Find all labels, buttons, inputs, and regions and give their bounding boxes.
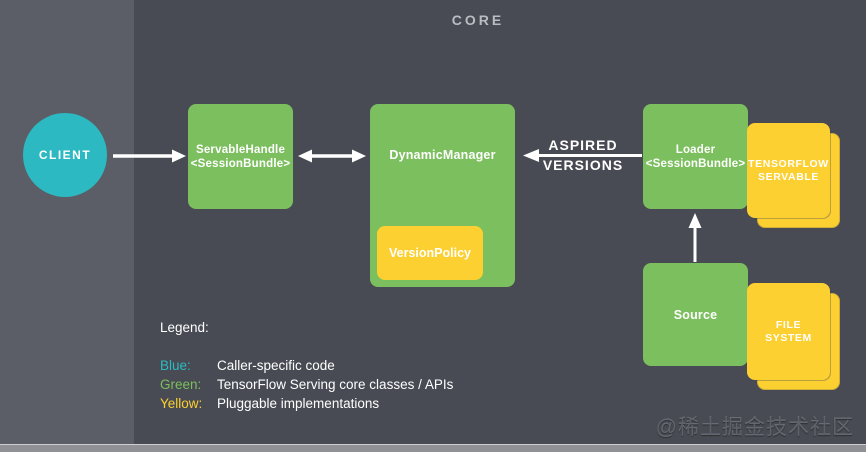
servable-handle-label-line1: ServableHandle (195, 143, 286, 156)
version-policy-label: VersionPolicy (389, 246, 471, 260)
servable-handle-node: ServableHandle <SessionBundle> (188, 104, 293, 209)
tensorflow-servable-label-line2: SERVABLE (757, 170, 819, 183)
aspired-versions-label: ASPIRED VERSIONS (520, 138, 646, 173)
legend-row-yellow: Yellow: Pluggable implementations (160, 394, 453, 413)
file-system-card: FILE SYSTEM (747, 283, 830, 380)
dynamic-manager-label: DynamicManager (389, 148, 496, 162)
loader-label-line2: <SessionBundle> (645, 157, 746, 170)
client-zone-panel (0, 0, 134, 452)
legend-desc-green: TensorFlow Serving core classes / APIs (217, 377, 454, 392)
legend-row-green: Green: TensorFlow Serving core classes / … (160, 375, 453, 394)
loader-label-line1: Loader (675, 143, 716, 156)
file-system-label-line1: FILE (775, 318, 802, 331)
watermark-text: @稀土掘金技术社区 (655, 416, 854, 439)
legend-label-yellow: Yellow: (160, 396, 203, 411)
legend-desc-blue: Caller-specific code (217, 358, 335, 373)
arrow-source-to-loader (688, 213, 702, 262)
bottom-edge-band (0, 444, 866, 452)
legend-label-green: Green: (160, 377, 202, 392)
servable-handle-label-line2: <SessionBundle> (190, 157, 291, 170)
aspired-versions-line2: VERSIONS (542, 157, 624, 173)
dynamic-manager-node: DynamicManager VersionPolicy (370, 104, 515, 287)
client-node: CLIENT (23, 113, 107, 197)
file-system-label-line2: SYSTEM (765, 331, 812, 344)
tensorflow-servable-card: TENSORFLOW SERVABLE (747, 123, 830, 218)
legend-desc-yellow: Pluggable implementations (217, 396, 380, 411)
legend-row-blue: Blue: Caller-specific code (160, 356, 453, 375)
tensorflow-servable-label-line1: TENSORFLOW (748, 157, 829, 170)
loader-node: Loader <SessionBundle> (643, 104, 748, 209)
source-node: Source (643, 263, 748, 366)
source-label: Source (673, 307, 718, 322)
aspired-versions-line1: ASPIRED (548, 137, 618, 153)
client-label: CLIENT (38, 148, 92, 162)
arrow-servablehandle-dynamicmanager-bidirectional (298, 149, 366, 163)
core-zone-title: CORE (451, 12, 505, 28)
legend-label-blue: Blue: (160, 358, 191, 373)
version-policy-node: VersionPolicy (377, 226, 483, 280)
legend-title: Legend: (160, 320, 209, 335)
legend: Legend: Blue: Caller-specific code Green:… (160, 320, 453, 413)
